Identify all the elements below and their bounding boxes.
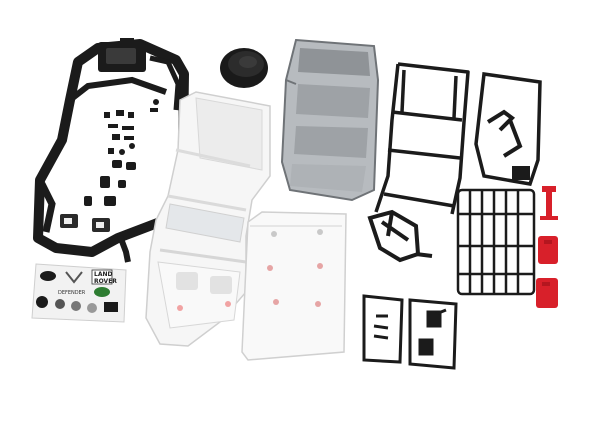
black-interior-frame	[33, 38, 189, 263]
roof-rack	[456, 188, 536, 296]
window-frame-snorkel	[474, 72, 542, 186]
red-accessories	[536, 186, 558, 308]
decal-line-3: DEFENDER	[58, 290, 86, 296]
decal-line-2: ROVER	[94, 278, 117, 285]
decal-line-1: LAND	[94, 271, 112, 278]
white-body-shell	[145, 91, 271, 347]
smoke-window-piece	[280, 38, 380, 202]
roll-cage	[374, 62, 470, 215]
white-roof-panel	[241, 211, 347, 361]
door-frames	[362, 294, 458, 370]
decal-sheet: LAND ROVER DEFENDER	[31, 263, 127, 323]
tire-carrier-bracket	[367, 209, 433, 263]
spare-tire	[220, 48, 268, 88]
small-parts-cluster	[84, 99, 159, 206]
